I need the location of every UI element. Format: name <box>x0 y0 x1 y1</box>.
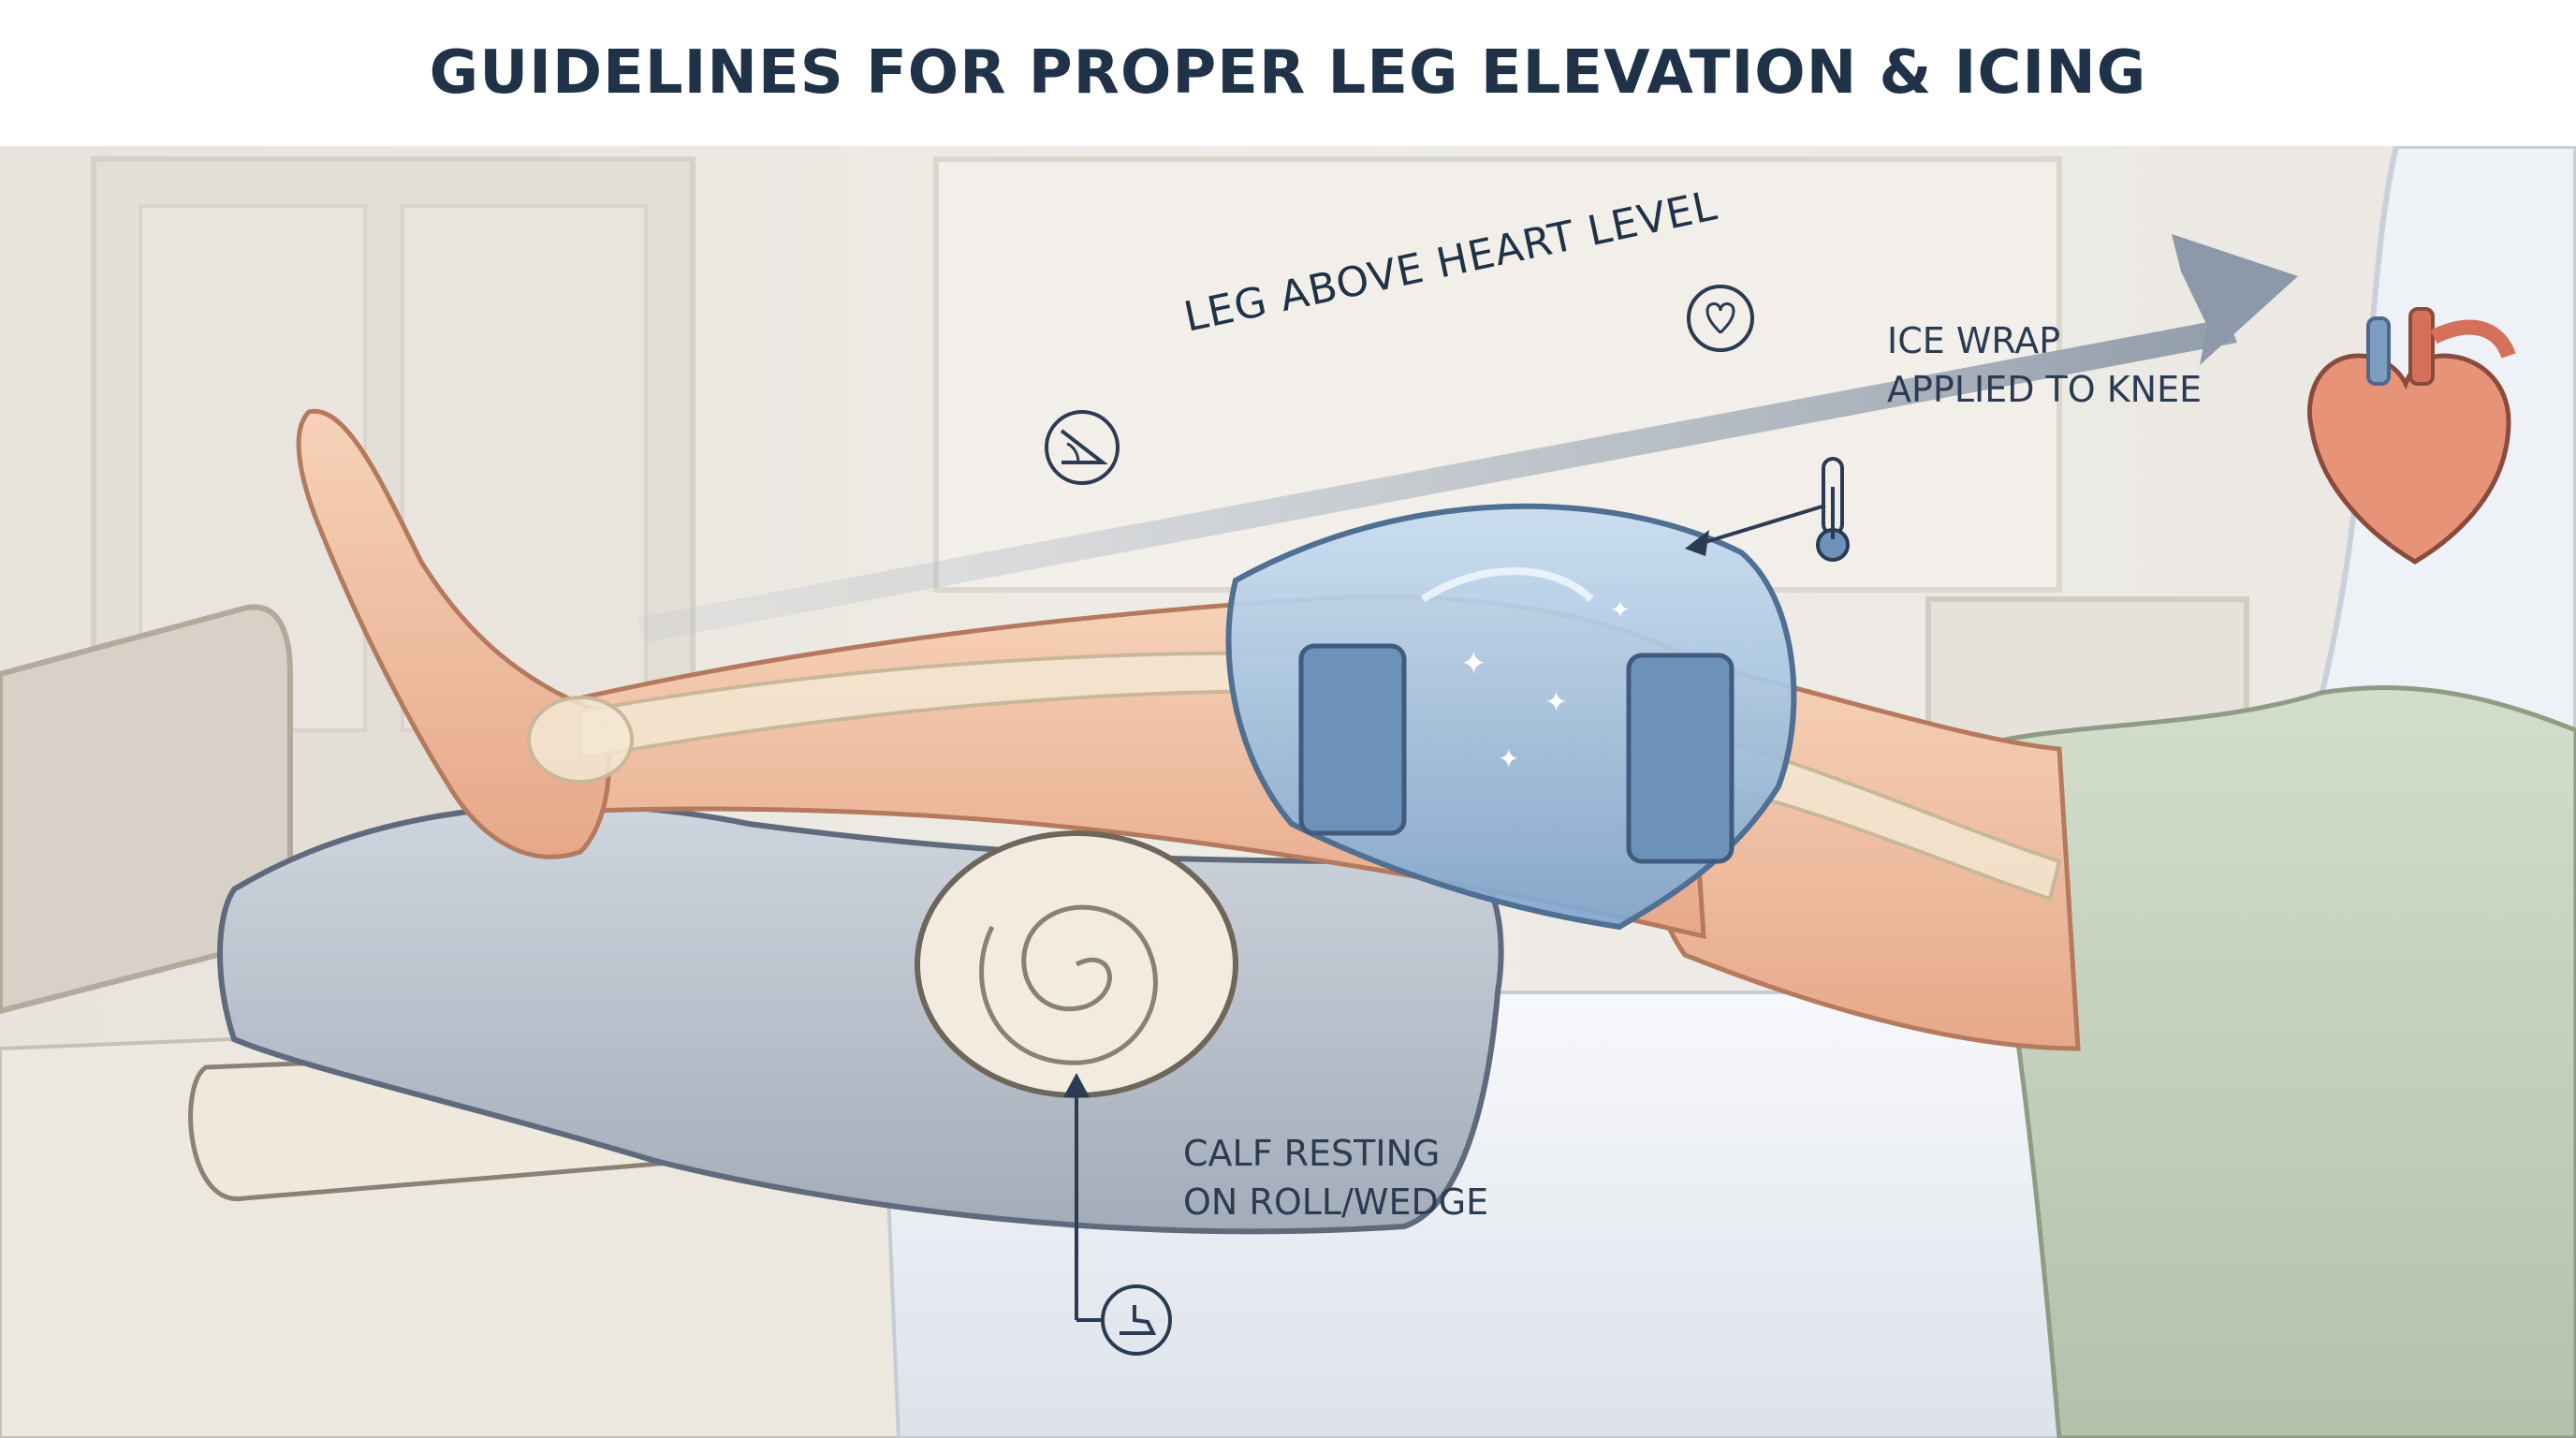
rolled-towel <box>915 830 1238 1098</box>
illustration: ✦ ✦ ✦ ✦ <box>0 146 2576 1438</box>
heart-outline-icon <box>1687 285 1754 352</box>
heart-icon <box>2306 307 2516 565</box>
ice-wrap-label-line-2: APPLIED TO KNEE <box>1887 369 2203 410</box>
ankle-bone <box>527 696 634 784</box>
foot-rest-icon <box>1101 1284 1172 1356</box>
calf-label-line-1: CALF RESTING <box>1183 1133 1441 1174</box>
ice-wrap: ✦ ✦ ✦ ✦ <box>1225 503 1797 931</box>
svg-text:✦: ✦ <box>1544 686 1568 719</box>
ice-wrap-label-line-1: ICE WRAP <box>1887 320 2061 361</box>
calf-label-line-2: ON ROLL/WEDGE <box>1183 1181 1489 1223</box>
title-bar: GUIDELINES FOR PROPER LEG ELEVATION & IC… <box>0 0 2576 146</box>
page-title: GUIDELINES FOR PROPER LEG ELEVATION & IC… <box>429 38 2147 108</box>
bed-headboard <box>0 604 293 1015</box>
calf-callout: CALF RESTING ON ROLL/WEDGE <box>1183 1129 1488 1226</box>
svg-text:✦: ✦ <box>1610 596 1631 624</box>
incline-angle-icon <box>1045 410 1120 485</box>
elevation-arrow <box>637 234 2298 642</box>
thermometer-icon <box>1816 457 1850 562</box>
ice-callout-pointer <box>1685 504 1826 556</box>
svg-text:✦: ✦ <box>1498 743 1519 774</box>
ice-wrap-callout: ICE WRAP APPLIED TO KNEE <box>1887 316 2202 414</box>
svg-text:✦: ✦ <box>1460 645 1487 682</box>
calf-callout-pointer <box>1063 1073 1105 1322</box>
